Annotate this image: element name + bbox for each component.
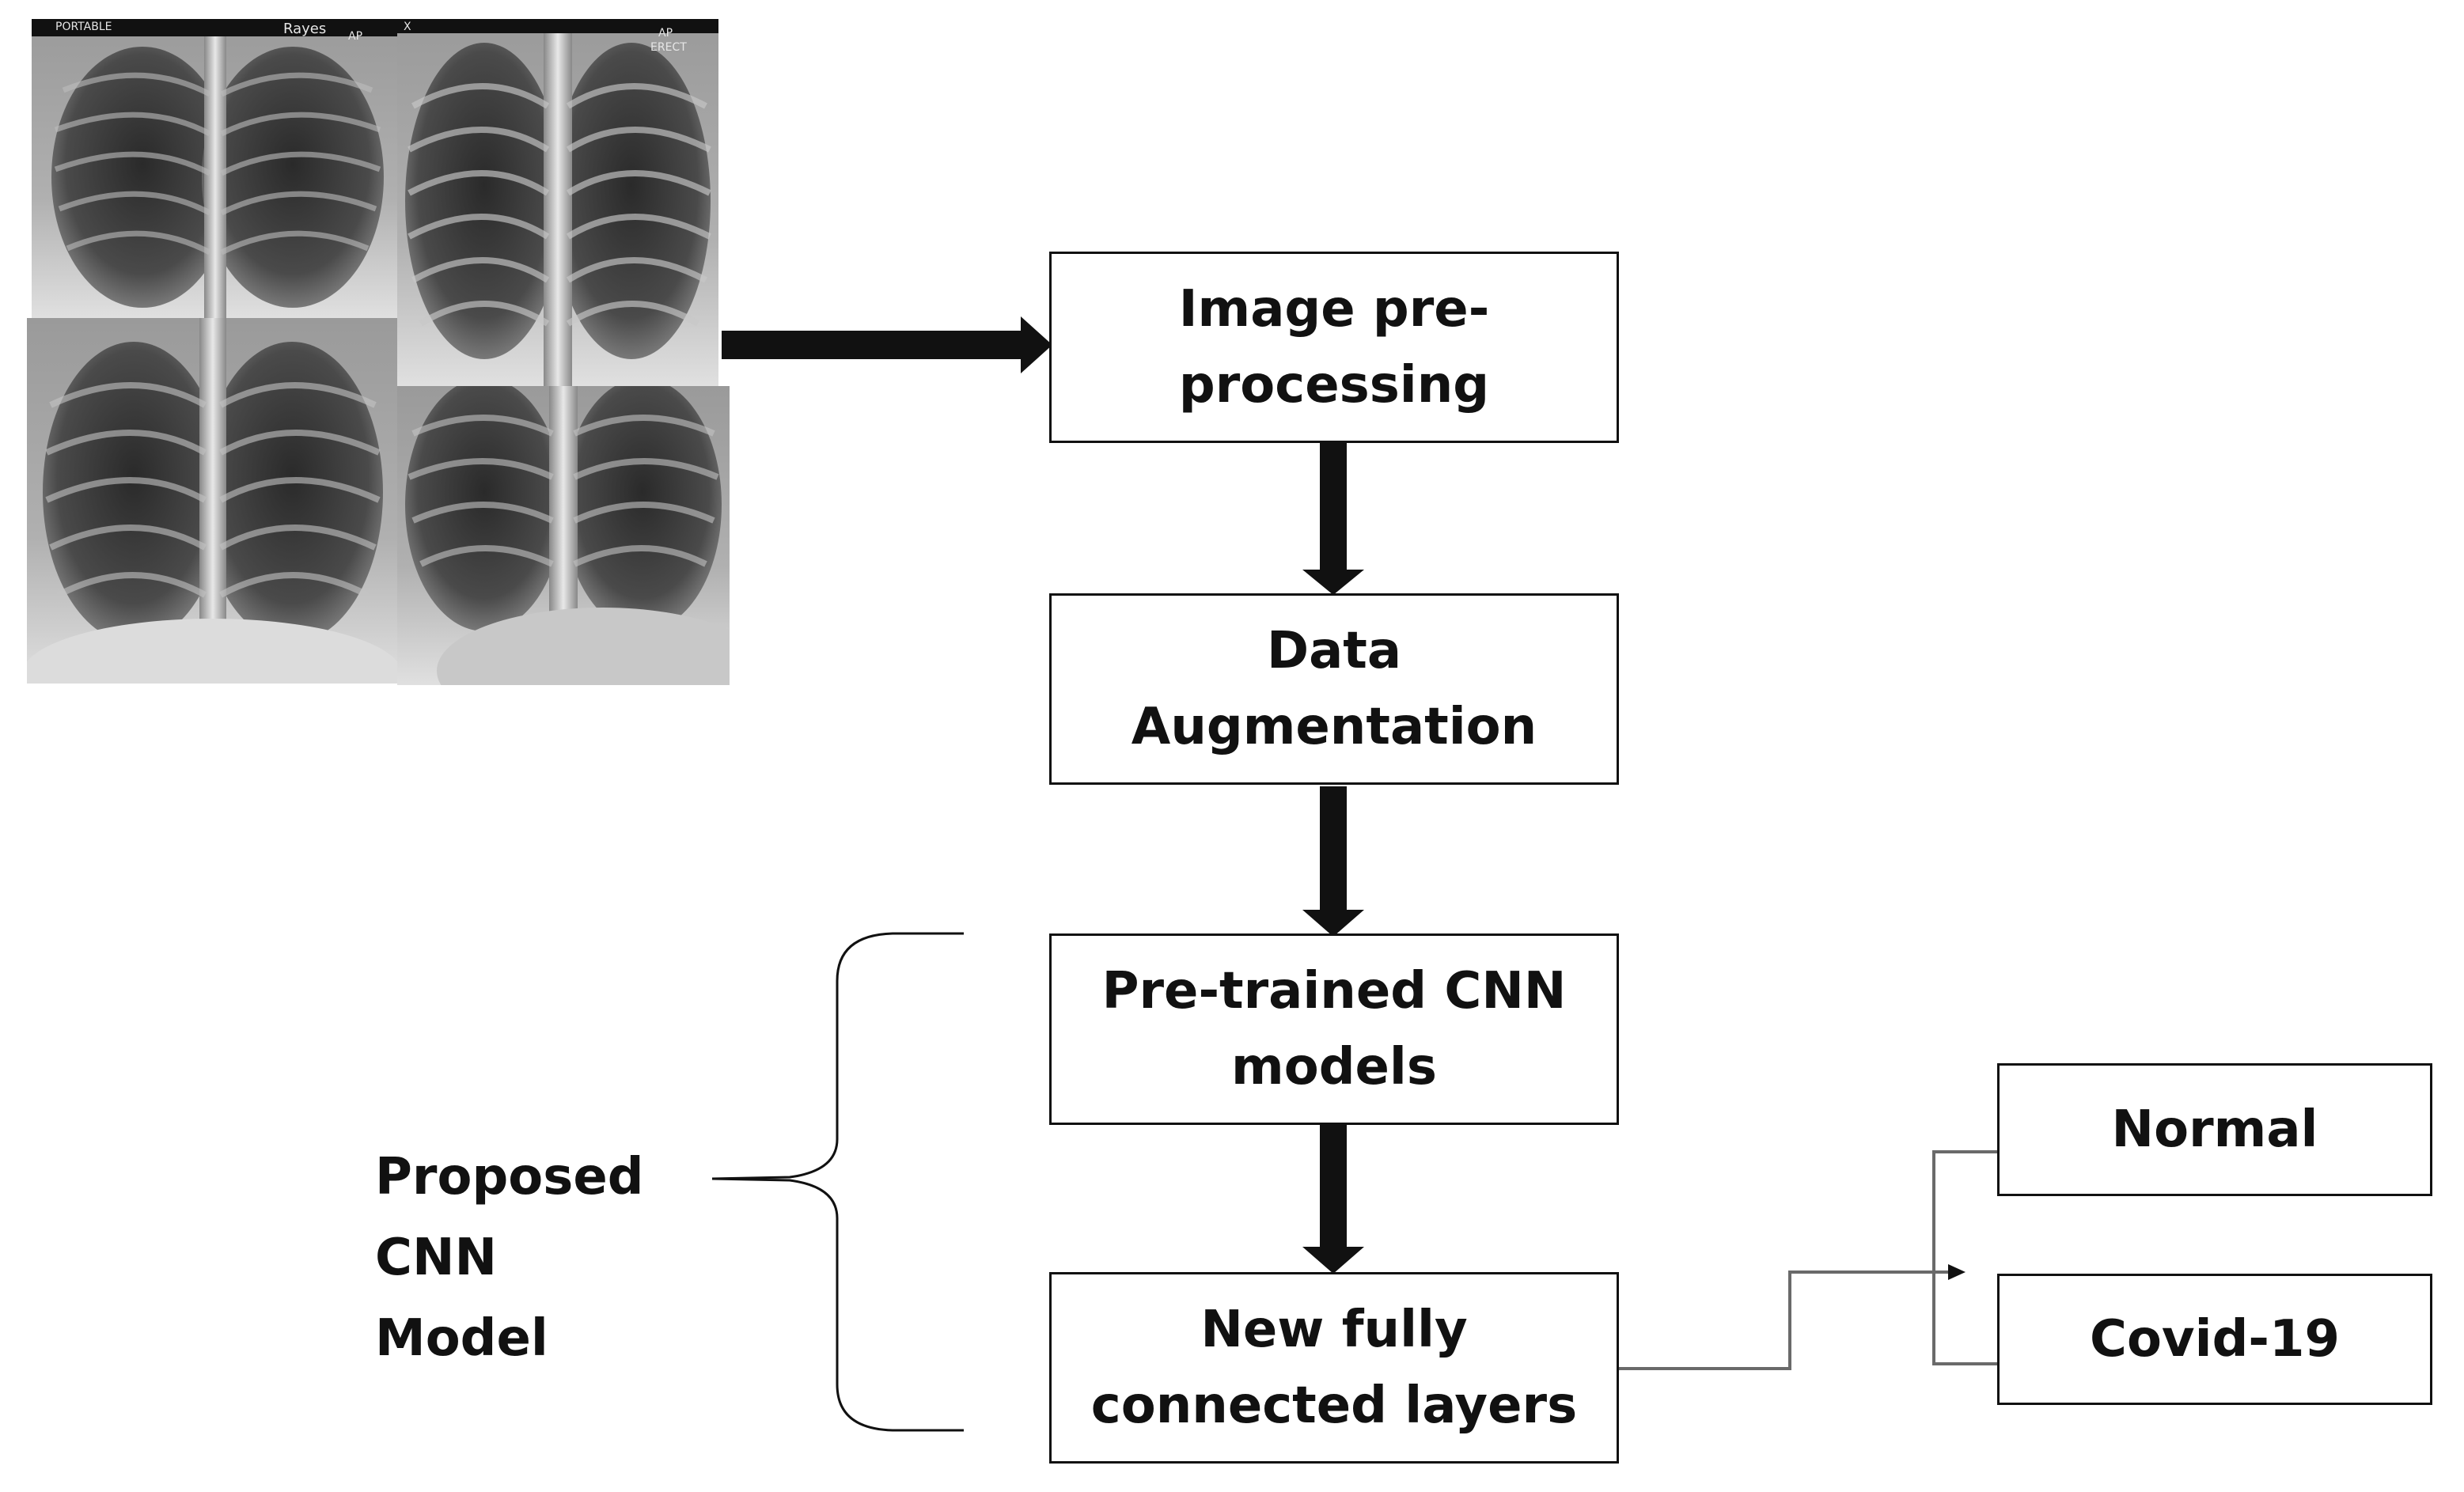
output-label: Normal [2111, 1100, 2318, 1159]
proposed-cnn-model-label: Proposed CNN Model [375, 1148, 644, 1368]
output-normal: Normal [1997, 1063, 2432, 1196]
xray-image-bottom-right [397, 386, 730, 685]
xray-marker: ERECT [650, 41, 687, 54]
output-bracket [1932, 1150, 2000, 1365]
output-covid-19: Covid-19 [1997, 1274, 2432, 1405]
step-label: Pre-trained CNN models [1101, 962, 1567, 1096]
xray-marker: PORTABLE [55, 21, 112, 33]
xray-image-top-right: X AP ERECT [397, 19, 718, 386]
step-label: New fully connected layers [1090, 1301, 1578, 1435]
step-label: Data Augmentation [1131, 622, 1537, 756]
group-brace [711, 932, 964, 1432]
xray-image-top-left: PORTABLE Rayes AP [32, 19, 397, 318]
step-label: Image pre- processing [1178, 280, 1490, 415]
output-label: Covid-19 [2089, 1310, 2341, 1369]
arrow-augmentation-to-pretrained [1302, 786, 1364, 937]
xray-image-bottom-left [27, 318, 397, 684]
xray-marker: AP [348, 30, 363, 43]
step-data-augmentation: Data Augmentation [1049, 593, 1619, 785]
arrow-pretrained-to-fully-connected [1302, 1125, 1364, 1274]
step-image-preprocessing: Image pre- processing [1049, 252, 1619, 443]
xray-marker: X [404, 21, 411, 33]
arrow-images-to-preprocessing [722, 316, 1052, 373]
step-pretrained-cnn-models: Pre-trained CNN models [1049, 933, 1619, 1125]
arrow-preprocessing-to-augmentation [1302, 441, 1364, 595]
xray-marker: AP [658, 27, 673, 40]
step-new-fully-connected-layers: New fully connected layers [1049, 1272, 1619, 1464]
connector-to-outputs [1617, 1270, 1948, 1370]
xray-marker: Rayes [283, 21, 327, 37]
